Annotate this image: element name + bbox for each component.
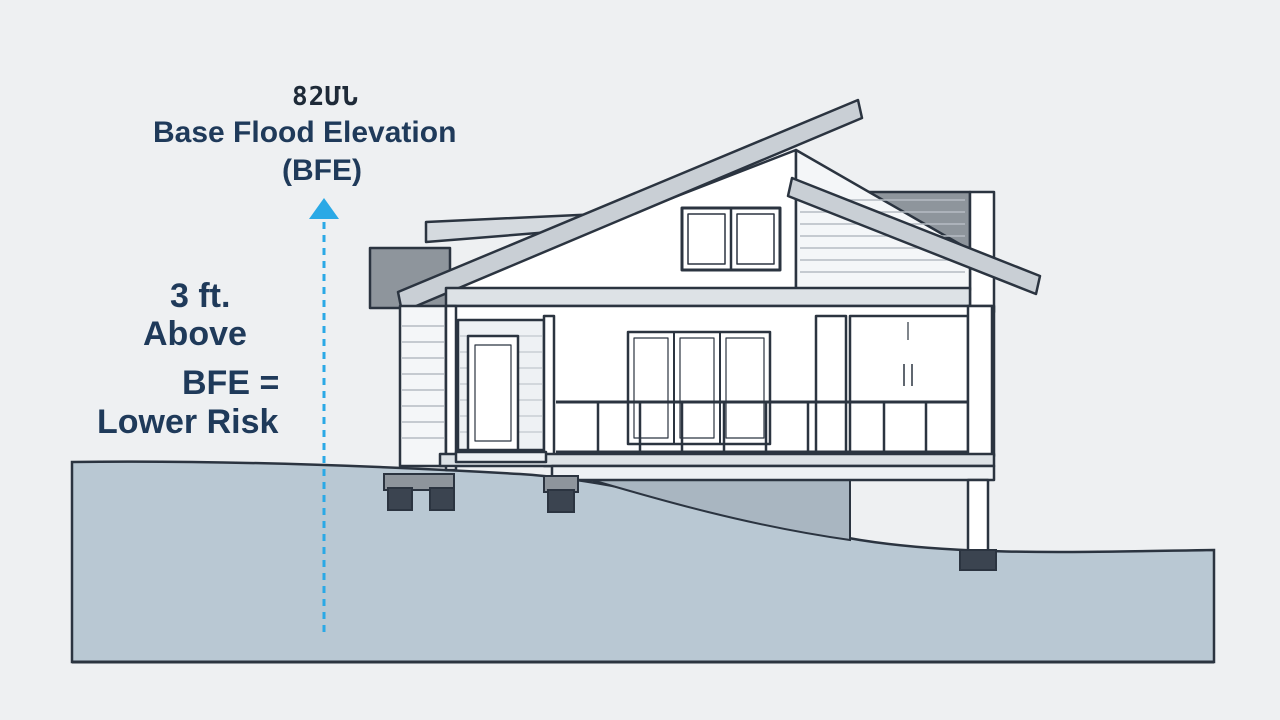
bfe-abbreviation: (BFE) [282,154,362,187]
risk-note-line-2: Above [143,315,247,353]
porch-column-mid [542,314,556,468]
footing-right [959,549,997,571]
left-wall [398,304,448,468]
footing-left-a [387,487,413,511]
right-panel [848,314,970,456]
up-arrow-icon [309,198,339,219]
bfe-title: Base Flood Elevation [153,116,457,149]
footing-left-top [383,473,455,491]
right-corner-post [966,304,994,458]
porch-railing [556,400,968,454]
risk-note-line-4: Lower Risk [97,403,279,441]
house [368,98,1042,554]
right-stilt [966,478,990,554]
entry-step [454,450,548,464]
code-label: 82ՄՆ [292,82,359,112]
porch-column-left [444,304,458,472]
porch-column-right [814,314,848,458]
crawlspace-shade [584,477,851,542]
right-roof [786,176,1042,296]
floor-beam [550,464,996,482]
front-door [466,334,520,452]
risk-note-line-3: BFE = [182,364,280,402]
risk-note-line-1: 3 ft. [170,277,231,315]
footing-left-b [429,487,455,511]
eave-band [444,286,972,308]
footing-mid [547,489,575,513]
footings [383,473,997,571]
sliding-doors [626,330,772,446]
